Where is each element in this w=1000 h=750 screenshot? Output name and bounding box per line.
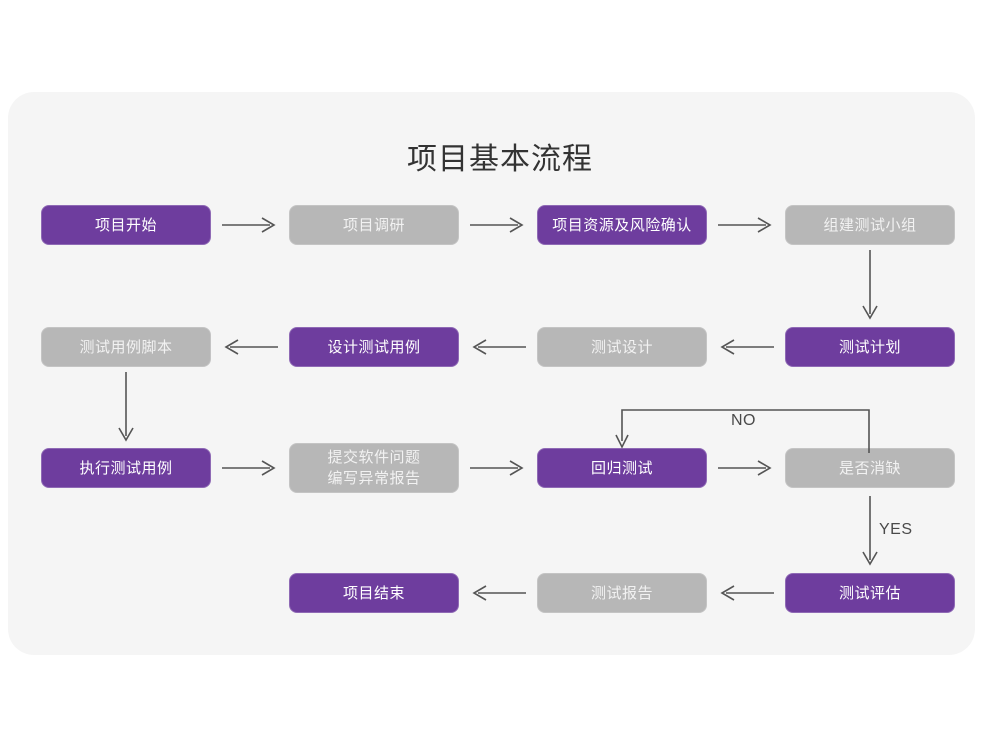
edge-plan-to-design	[718, 337, 774, 357]
node-test-case-script[interactable]: 测试用例脚本	[41, 327, 211, 367]
node-test-design[interactable]: 测试设计	[537, 327, 707, 367]
edge-label-yes: YES	[879, 521, 913, 538]
node-project-research[interactable]: 项目调研	[289, 205, 459, 245]
node-submit-issue-report[interactable]: 提交软件问题 编写异常报告	[289, 443, 459, 493]
edge-design-to-case	[470, 337, 526, 357]
node-build-test-team[interactable]: 组建测试小组	[785, 205, 955, 245]
node-defect-cleared[interactable]: 是否消缺	[785, 448, 955, 488]
edge-defect-no-loop	[612, 405, 882, 453]
edge-label-no: NO	[731, 412, 756, 429]
node-test-evaluation[interactable]: 测试评估	[785, 573, 955, 613]
node-design-test-case[interactable]: 设计测试用例	[289, 327, 459, 367]
node-test-report[interactable]: 测试报告	[537, 573, 707, 613]
page-title: 项目基本流程	[407, 143, 593, 176]
edge-regression-to-defect	[718, 458, 774, 478]
node-resource-risk-confirm[interactable]: 项目资源及风险确认	[537, 205, 707, 245]
edge-execute-to-submit	[222, 458, 278, 478]
edge-submit-to-regression	[470, 458, 526, 478]
node-project-end[interactable]: 项目结束	[289, 573, 459, 613]
edge-resource-to-team	[718, 215, 774, 235]
edge-report-to-end	[470, 583, 526, 603]
edge-case-to-script	[222, 337, 278, 357]
edge-evaluation-to-report	[718, 583, 774, 603]
edge-script-to-execute	[116, 372, 136, 444]
node-regression-test[interactable]: 回归测试	[537, 448, 707, 488]
node-execute-test-case[interactable]: 执行测试用例	[41, 448, 211, 488]
edge-start-to-research	[222, 215, 278, 235]
diagram-card	[8, 92, 975, 655]
edge-research-to-resource	[470, 215, 526, 235]
node-project-start[interactable]: 项目开始	[41, 205, 211, 245]
node-test-plan[interactable]: 测试计划	[785, 327, 955, 367]
edge-defect-to-evaluation	[860, 496, 880, 568]
edge-team-to-plan	[860, 250, 880, 322]
